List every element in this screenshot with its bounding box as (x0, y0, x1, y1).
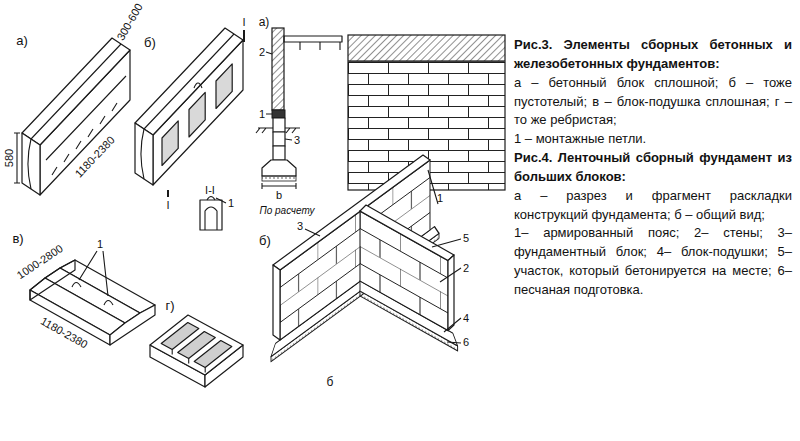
section-mark (168, 30, 244, 197)
foundation-pillow (262, 160, 296, 176)
leader-line (79, 251, 108, 296)
foundation-block (273, 132, 285, 146)
solid-block (14, 38, 130, 195)
dimension: b (276, 190, 282, 201)
dimension: 300-600 (115, 2, 145, 42)
block-hole (189, 92, 205, 137)
callout-number: 2 (259, 47, 265, 58)
caption-heading: Рис.3. Элементы сборных бетонных и желез… (514, 36, 792, 74)
reinforced-belt (272, 110, 285, 118)
dimension-line (14, 133, 20, 183)
block-face (135, 123, 153, 185)
caption-text: 1 – монтажные петли. (514, 130, 792, 149)
wall-section (272, 28, 284, 110)
section-outline (200, 200, 222, 230)
foundation-section (256, 28, 342, 189)
callout-number: 1 (97, 239, 103, 250)
caption-heading: Рис.4. Ленточный сборный фундамент из бо… (514, 149, 792, 187)
block-face (22, 133, 40, 195)
caption-text: а – разрез и фрагмент раскладки конструк… (514, 187, 792, 225)
floor-slab (284, 36, 342, 42)
section-hole (205, 207, 217, 230)
figure-letter: а) (259, 16, 270, 28)
rib-line (172, 350, 205, 373)
callout-number: 3 (294, 135, 300, 146)
hollow-block (135, 28, 244, 230)
figure-letter: б) (259, 234, 271, 247)
groove-line (141, 34, 234, 179)
callout-number: 6 (463, 337, 469, 348)
foundation-block (273, 118, 285, 132)
callout-number: 4 (463, 313, 469, 324)
wall-end (273, 265, 280, 340)
figure-letter: б) (144, 36, 156, 49)
section-mark: I (166, 200, 169, 211)
leader-line (207, 197, 226, 204)
block-hole (162, 121, 178, 166)
sand-bed (262, 176, 296, 181)
leader-line (305, 170, 461, 343)
lifting-loop (194, 83, 202, 88)
leader-line (266, 52, 292, 140)
section-mark: I-I (205, 185, 215, 196)
caption-text: а – бетонный блок сплошной; б – тоже пус… (514, 74, 792, 131)
ground-line (256, 128, 300, 133)
strip-foundation-view (271, 153, 461, 361)
ribbed-pillow (150, 315, 243, 387)
caption-column: Рис.3. Элементы сборных бетонных и желез… (514, 36, 792, 300)
wall-top (360, 205, 454, 261)
groove-line (28, 44, 126, 189)
dimension-line (262, 183, 296, 189)
callout-number: 1 (228, 198, 234, 209)
figure-letter: г) (165, 299, 174, 312)
block-face (110, 305, 155, 345)
block-hole (216, 64, 232, 109)
slab-joist (300, 42, 340, 50)
callout-number: 1 (259, 109, 265, 120)
callout-number: 1 (437, 193, 443, 204)
figure-letter: а) (16, 34, 28, 47)
dimension: 580 (4, 149, 15, 167)
callout-number: 3 (297, 221, 303, 232)
block-face (150, 315, 243, 375)
foundation-block (273, 146, 285, 160)
callout-number: 2 (463, 263, 469, 274)
rib-cavity (194, 341, 232, 368)
wall-end (448, 255, 454, 331)
figure-letter: б (327, 376, 334, 388)
dimension-note: По расчету (259, 206, 314, 216)
callout-number: 5 (463, 233, 469, 244)
section-mark: I (242, 17, 245, 28)
hatched-band (348, 35, 505, 61)
figure-letter: в) (12, 232, 23, 245)
caption-text: 1– армированный пояс; 2– стены; 3– фунда… (514, 224, 792, 299)
